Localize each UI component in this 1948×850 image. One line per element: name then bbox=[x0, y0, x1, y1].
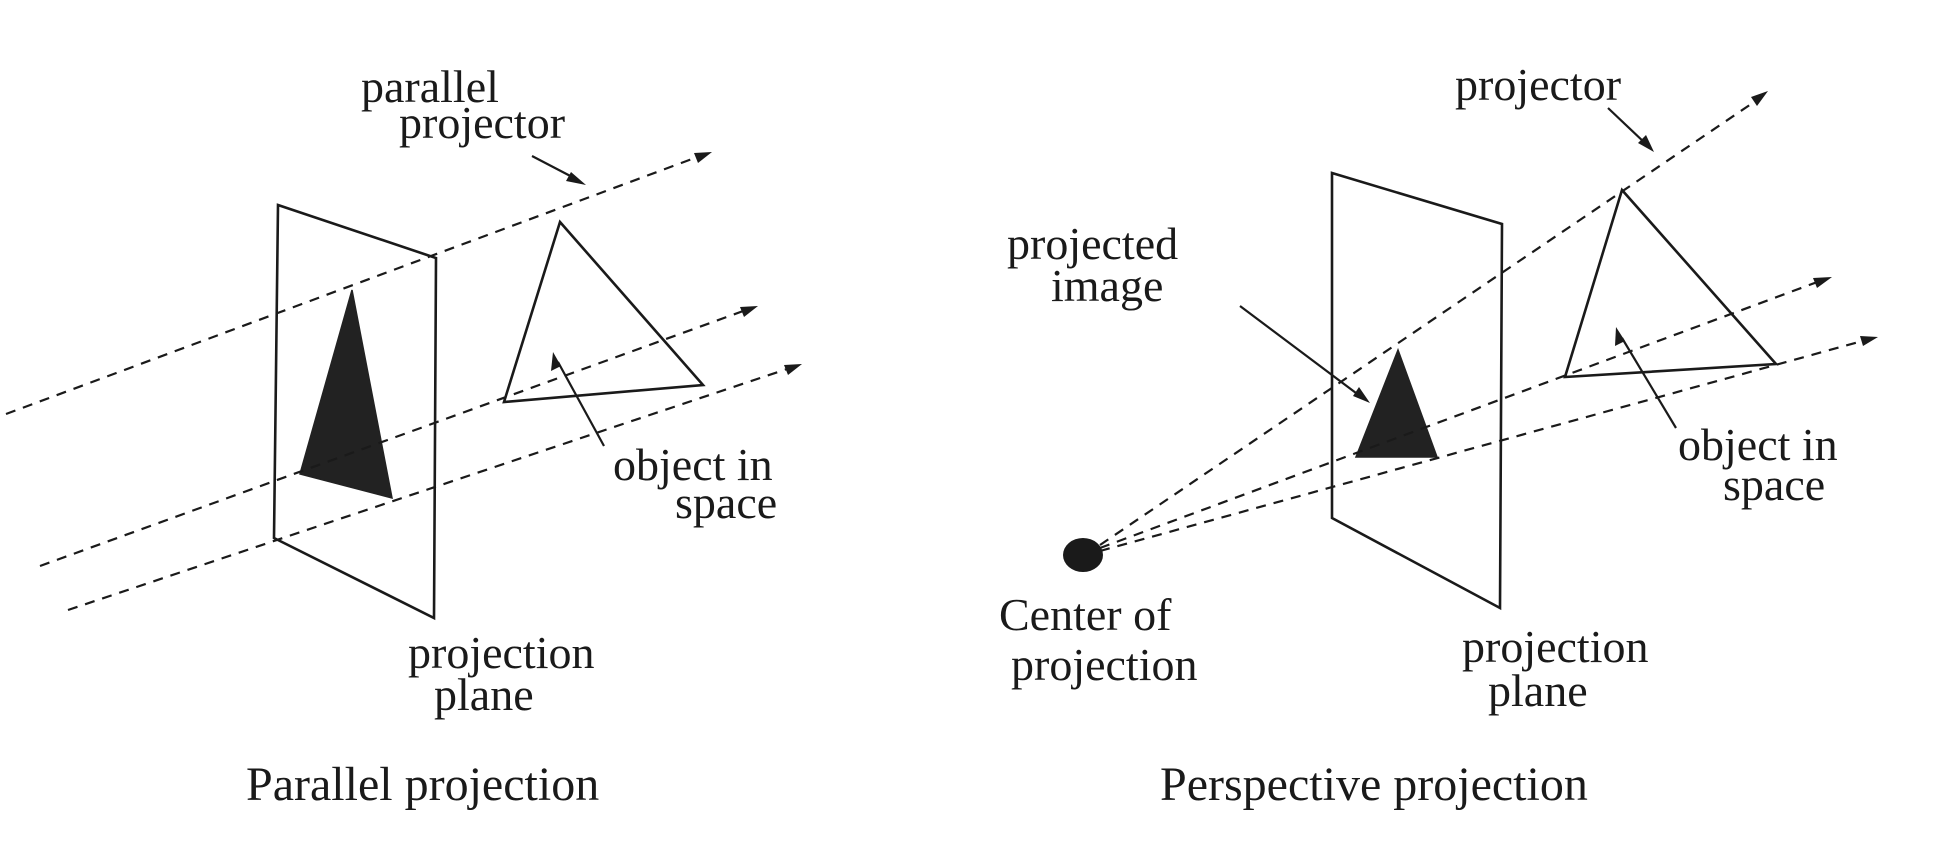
parallel-plane-label-line2: plane bbox=[434, 669, 534, 720]
perspective-object-pointer-arrowhead bbox=[1615, 327, 1625, 346]
perspective-projection-caption: Perspective projection bbox=[1160, 758, 1588, 811]
perspective-projector-line-middle bbox=[1099, 279, 1821, 550]
parallel-projector-pointer-arrowhead bbox=[566, 172, 586, 185]
perspective-plane-label-line2: plane bbox=[1488, 665, 1588, 716]
perspective-projector-pointer-arrowhead bbox=[1638, 135, 1654, 152]
perspective-projector-arrowhead-bottom bbox=[1860, 336, 1878, 346]
projected-image-pointer bbox=[1239, 305, 1361, 397]
parallel-projection-plane bbox=[272, 203, 438, 621]
parallel-projector-arrowhead-top bbox=[694, 152, 712, 163]
parallel-projection-panel: parallel projector object in space proje… bbox=[5, 61, 802, 811]
projected-image-label-line2: image bbox=[1051, 260, 1163, 311]
perspective-object-pointer bbox=[1621, 337, 1677, 429]
parallel-plane-label-line1: projection bbox=[408, 627, 595, 678]
perspective-projector-label: projector bbox=[1455, 59, 1621, 110]
parallel-projection-caption: Parallel projection bbox=[246, 758, 599, 811]
parallel-object-pointer bbox=[557, 361, 605, 447]
perspective-projection-panel: projector projected image object in spac… bbox=[999, 59, 1878, 811]
parallel-object-triangle bbox=[502, 219, 706, 404]
projected-image-label-line1: projected bbox=[1007, 218, 1178, 269]
perspective-plane-label-line1: projection bbox=[1462, 621, 1649, 672]
parallel-object-label-line2: space bbox=[675, 477, 777, 528]
perspective-projector-line-top bbox=[1099, 97, 1761, 546]
perspective-projector-arrowhead-top bbox=[1751, 91, 1768, 106]
perspective-projection-plane bbox=[1330, 171, 1504, 611]
parallel-projector-line-top bbox=[5, 154, 701, 416]
projected-image-pointer-arrowhead bbox=[1353, 387, 1370, 403]
center-of-projection-point bbox=[1063, 538, 1103, 572]
parallel-projector-label-line1: parallel bbox=[361, 61, 499, 112]
perspective-projector-arrowhead-middle bbox=[1813, 277, 1832, 288]
perspective-object-label-line2: space bbox=[1723, 459, 1825, 510]
perspective-object-triangle bbox=[1563, 187, 1779, 379]
perspective-projector-pointer bbox=[1607, 107, 1647, 145]
parallel-projector-arrowhead-middle bbox=[740, 306, 758, 317]
center-of-projection-label-line1: Center of bbox=[999, 589, 1172, 640]
parallel-projector-arrowhead-bottom bbox=[784, 364, 802, 375]
parallel-object-label-line1: object in bbox=[613, 439, 773, 490]
center-of-projection-label-line2: projection bbox=[1011, 639, 1198, 690]
perspective-projected-triangle bbox=[1354, 347, 1439, 458]
parallel-object-pointer-arrowhead bbox=[551, 352, 561, 371]
perspective-object-label-line1: object in bbox=[1678, 419, 1838, 470]
parallel-projector-label-line2: projector bbox=[399, 97, 565, 148]
perspective-projector-line-bottom bbox=[1099, 338, 1867, 553]
parallel-projector-line-bottom bbox=[67, 366, 791, 612]
parallel-projector-line-middle bbox=[39, 308, 747, 568]
